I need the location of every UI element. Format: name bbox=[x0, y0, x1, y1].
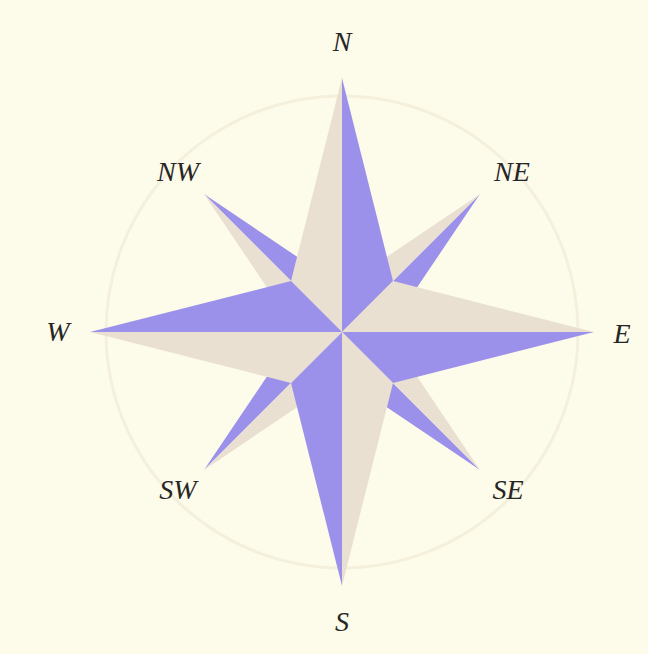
direction-label: N bbox=[333, 28, 352, 56]
direction-label: SW bbox=[159, 476, 196, 504]
direction-label: SE bbox=[492, 476, 523, 504]
direction-label: NE bbox=[494, 158, 530, 186]
direction-label: NW bbox=[157, 158, 199, 186]
direction-label: S bbox=[335, 608, 349, 636]
direction-label: W bbox=[46, 318, 69, 346]
direction-label: E bbox=[613, 320, 630, 348]
cardinal-points bbox=[90, 78, 594, 586]
